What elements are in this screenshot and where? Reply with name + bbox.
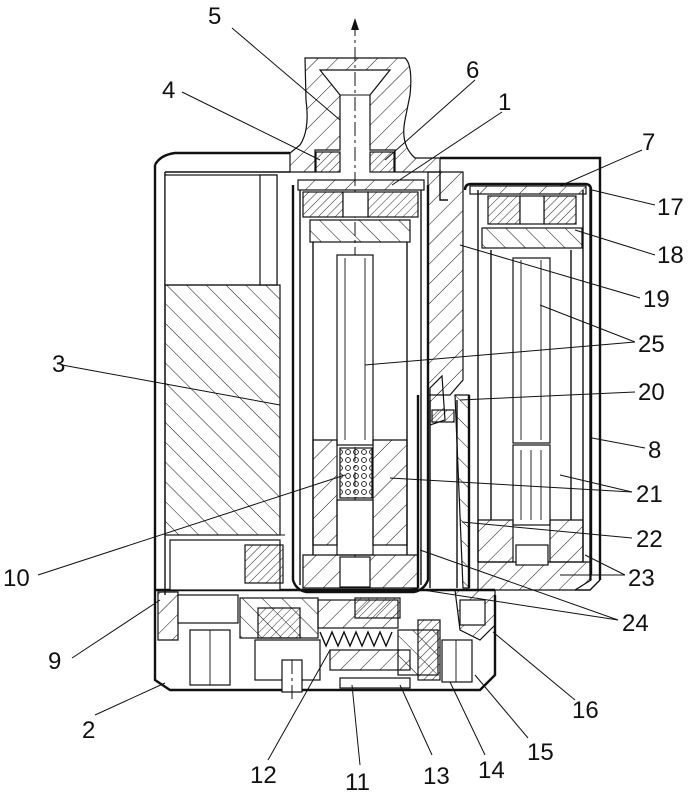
leader-9	[72, 600, 160, 658]
battery-compartment	[165, 175, 285, 535]
callout-1: 1	[498, 89, 511, 116]
callout-17: 17	[657, 194, 684, 221]
callout-10: 10	[3, 565, 30, 592]
callout-5: 5	[208, 3, 221, 30]
leader-11	[352, 685, 360, 765]
right-tank	[465, 184, 591, 590]
callout-20: 20	[638, 379, 665, 406]
leader-18	[575, 230, 655, 255]
callout-14: 14	[478, 757, 505, 784]
callout-9: 9	[48, 648, 61, 675]
leader-24b	[410, 588, 618, 620]
callout-11: 11	[345, 769, 370, 796]
leader-15	[475, 675, 528, 738]
central-tank	[293, 152, 428, 592]
leader-14	[450, 682, 485, 755]
callout-4: 4	[162, 77, 175, 104]
leader-16	[493, 632, 575, 700]
callout-7: 7	[642, 129, 655, 156]
callout-6: 6	[466, 57, 479, 84]
callout-25: 25	[638, 331, 665, 358]
callout-21: 21	[636, 481, 663, 508]
callout-3: 3	[52, 351, 65, 378]
callout-18: 18	[657, 242, 684, 269]
leader-4	[182, 92, 320, 160]
leader-2	[95, 683, 165, 715]
leader-25a	[540, 305, 635, 342]
leader-13	[400, 685, 432, 755]
leader-25b	[365, 342, 635, 365]
callout-15: 15	[527, 739, 554, 766]
callout-8: 8	[648, 437, 661, 464]
mouthpiece	[290, 58, 440, 172]
callout-22: 22	[636, 526, 663, 553]
callout-13: 13	[423, 763, 450, 790]
callout-16: 16	[572, 697, 599, 724]
callout-24: 24	[622, 610, 649, 637]
leader-17	[592, 190, 655, 205]
callout-23: 23	[628, 565, 655, 592]
middle-wall	[428, 170, 463, 395]
callout-2: 2	[82, 717, 95, 744]
spring	[320, 632, 392, 646]
axis-arrow	[351, 18, 359, 30]
leader-21b	[390, 478, 632, 492]
callout-12: 12	[250, 762, 277, 789]
callout-19: 19	[643, 286, 670, 313]
